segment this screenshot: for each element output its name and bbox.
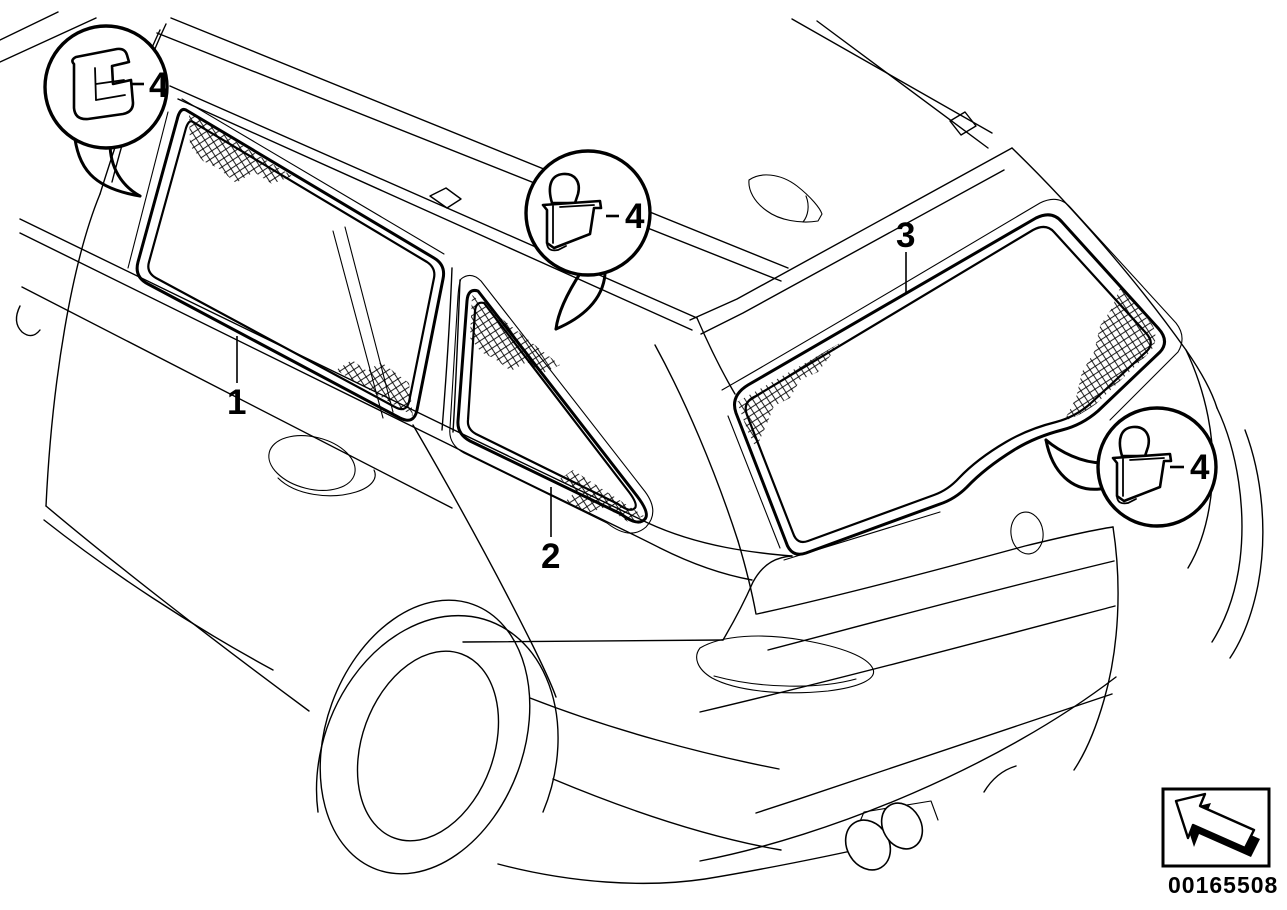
part-label-4-rear[interactable]: 4 [1190,448,1210,487]
part-label-1[interactable]: 1 [227,383,246,422]
exhaust-pipes [844,800,939,871]
taillight [696,635,875,694]
part-label-4-middle[interactable]: 4 [625,197,645,236]
tailgate-roundel [1010,511,1044,555]
tailgate-shade-mesh-left [737,343,840,448]
rear-wheel [315,599,559,875]
part-label-3[interactable]: 3 [896,216,915,255]
retainer-clip-icon [71,47,135,121]
image-number-block: 00165508 [1161,787,1278,898]
tailgate-window-shade [721,198,1183,561]
image-number: 00165508 [1168,872,1278,898]
part-label-3-group: 3 [896,216,915,293]
part-label-2-group: 2 [541,487,560,576]
callout-circle-middle: 4 [524,149,652,331]
rear-shade-mesh-top [470,295,560,373]
callout-circle-front: 4 [43,24,169,198]
part-label-4-front[interactable]: 4 [149,66,169,105]
roof-antenna [748,174,823,223]
car-body-outline [0,11,1264,885]
tailgate-shade-mesh-right [1064,288,1156,421]
callout-circle-rear: 4 [1044,406,1218,528]
part-label-2[interactable]: 2 [541,537,560,576]
door-handle [268,435,376,497]
front-door-window-shade [127,98,446,422]
front-shade-mesh-top [189,113,292,184]
direction-arrow-icon [1174,792,1260,857]
rear-door-window-shade [449,274,654,534]
part-label-1-group: 1 [227,336,246,422]
